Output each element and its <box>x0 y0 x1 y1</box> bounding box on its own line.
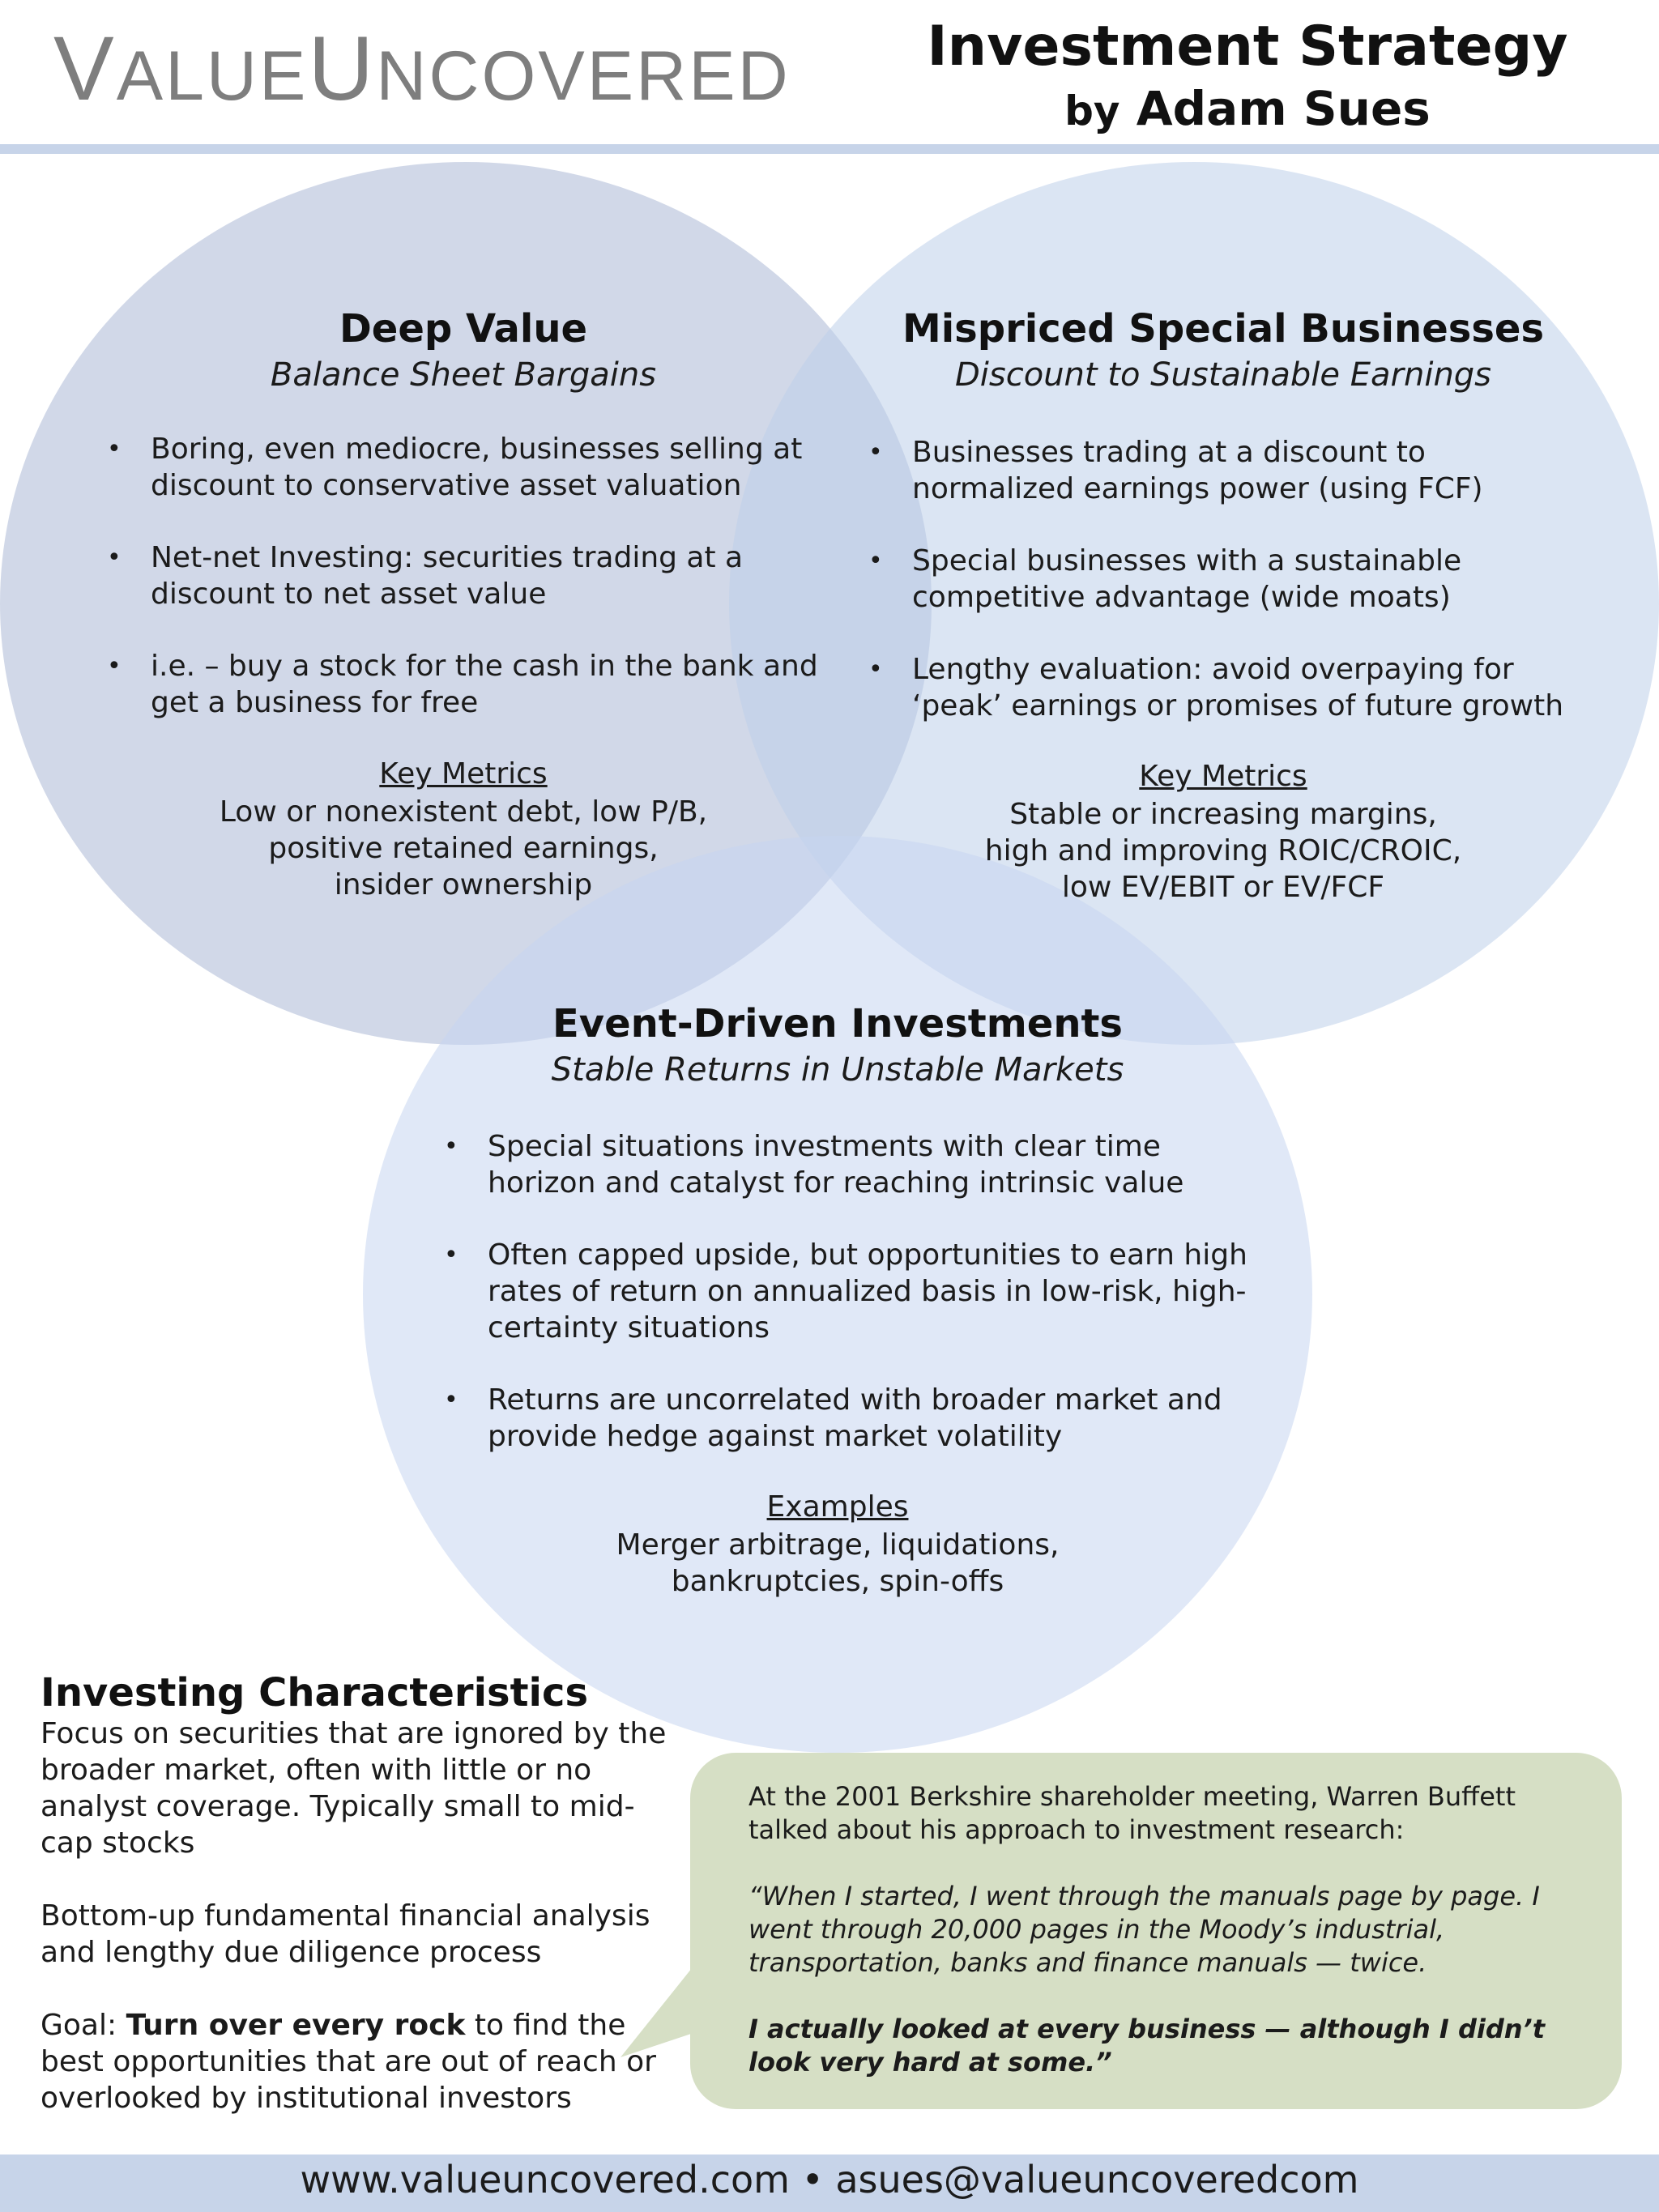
metric-line: positive retained earnings, <box>268 832 659 865</box>
list-item: Special situations investments with clea… <box>444 1128 1254 1201</box>
quote-text: At the 2001 Berkshire shareholder meetin… <box>748 1780 1575 2112</box>
metric-line: low EV/EBIT or EV/FCF <box>1061 871 1385 904</box>
event-driven-subheading: Stable Returns in Unstable Markets <box>551 1051 1124 1089</box>
quote-bubble <box>690 1753 1622 2109</box>
footer-bar <box>0 2154 1659 2212</box>
metric-line: high and improving ROIC/CROIC, <box>984 834 1462 867</box>
example-line: Merger arbitrage, liquidations, <box>616 1528 1060 1562</box>
mispriced-subheading: Discount to Sustainable Earnings <box>954 356 1492 394</box>
byline-prefix: by <box>1064 87 1120 134</box>
goal-prefix: Goal: <box>41 2009 117 2042</box>
list-item: Businesses trading at a discount to norm… <box>868 434 1581 507</box>
event-driven-heading: Event-Driven Investments <box>552 1001 1123 1046</box>
deep-value-heading: Deep Value <box>339 306 588 352</box>
example-line: bankruptcies, spin-offs <box>671 1565 1004 1598</box>
event-driven-bullets: Special situations investments with clea… <box>444 1128 1254 1490</box>
event-driven-examples-label: Examples <box>766 1490 909 1524</box>
metric-line: Low or nonexistent debt, low P/B, <box>219 795 708 829</box>
characteristics-heading: Investing Characteristics <box>41 1670 589 1715</box>
header-rule <box>0 144 1659 154</box>
byline: by Adam Sues <box>915 81 1580 136</box>
metric-line: Stable or increasing margins, <box>1009 798 1437 831</box>
deep-value-subheading: Balance Sheet Bargains <box>270 356 657 394</box>
list-item: i.e. – buy a stock for the cash in the b… <box>107 648 836 721</box>
event-driven-examples: Merger arbitrage, liquidations, bankrupt… <box>473 1527 1202 1600</box>
list-item: Net-net Investing: securities trading at… <box>107 539 836 612</box>
mispriced-bullets: Businesses trading at a discount to norm… <box>868 434 1581 760</box>
metric-line: insider ownership <box>334 868 593 901</box>
list-item: Special businesses with a sustainable co… <box>868 543 1581 616</box>
logo: VALUEUNCOVERED <box>53 18 791 119</box>
list-item: Boring, even mediocre, businesses sellin… <box>107 431 836 504</box>
list-item: Lengthy evaluation: avoid overpaying for… <box>868 651 1581 724</box>
mispriced-metrics: Stable or increasing margins, high and i… <box>859 796 1588 906</box>
list-item: Returns are uncorrelated with broader ma… <box>444 1382 1254 1455</box>
quote-intro: At the 2001 Berkshire shareholder meetin… <box>748 1781 1516 1845</box>
quote-part-2: I actually looked at every business — al… <box>748 2014 1545 2078</box>
deep-value-metrics: Low or nonexistent debt, low P/B, positi… <box>139 794 787 903</box>
characteristics-para-2: Bottom-up fundamental financial analysis… <box>41 1899 650 1969</box>
mispriced-metrics-label: Key Metrics <box>1139 760 1307 793</box>
mispriced-heading: Mispriced Special Businesses <box>902 306 1545 352</box>
goal-rest: to find the best opportunities that are … <box>41 2009 656 2115</box>
quote-part-1: “When I started, I went through the manu… <box>748 1881 1540 1978</box>
deep-value-bullets: Boring, even mediocre, businesses sellin… <box>107 431 836 757</box>
characteristics-body: Focus on securities that are ignored by … <box>41 1715 680 2153</box>
characteristics-goal: Goal: Turn over every rock to find the b… <box>41 2007 680 2116</box>
list-item: Often capped upside, but opportunities t… <box>444 1237 1254 1346</box>
deep-value-metrics-label: Key Metrics <box>379 757 548 791</box>
author-name: Adam Sues <box>1136 81 1431 136</box>
page-title: Investment Strategy <box>927 15 1568 79</box>
characteristics-para-1: Focus on securities that are ignored by … <box>41 1717 667 1860</box>
goal-emphasis: Turn over every rock <box>126 2009 466 2042</box>
footer-contact: www.valueuncovered.com • asues@valueunco… <box>300 2158 1359 2201</box>
